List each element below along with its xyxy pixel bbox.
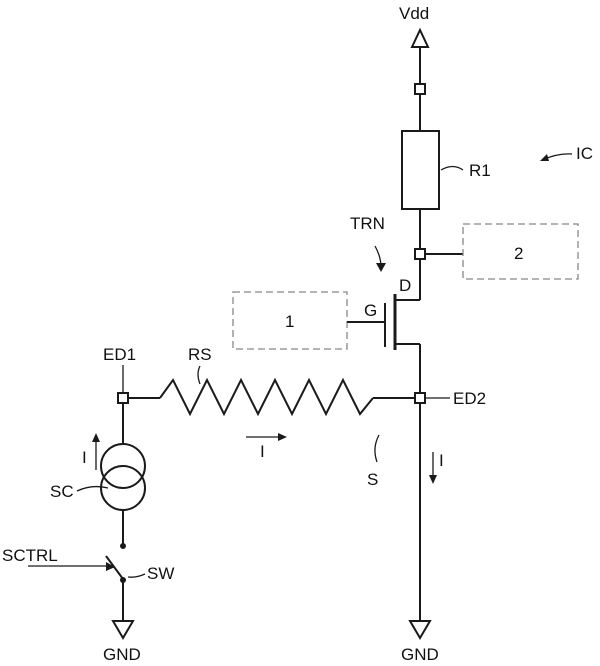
trn-arrowhead	[376, 263, 386, 272]
current-arrowhead-right	[429, 475, 437, 484]
current-source-sc-upper-circle	[100, 443, 146, 489]
ic-arrowhead	[540, 154, 549, 161]
block-1-label: 1	[285, 312, 294, 331]
ed1-label: ED1	[103, 345, 136, 364]
sw-label: SW	[147, 564, 174, 583]
s-leader-line	[374, 434, 380, 463]
current-right-label: I	[439, 451, 444, 470]
node-ed1	[117, 392, 129, 404]
trn-label: TRN	[350, 214, 385, 233]
s-label: S	[367, 470, 378, 489]
current-arrowhead-rs	[278, 433, 287, 441]
node-vdd	[414, 83, 426, 95]
block-1	[232, 291, 348, 350]
r1-label: R1	[469, 161, 491, 180]
switch-upper-contact	[120, 543, 126, 549]
block-2-label: 2	[514, 244, 523, 263]
rs-label: RS	[188, 345, 212, 364]
block-2	[462, 223, 579, 280]
r1-leader-line	[440, 165, 464, 171]
gate-label: G	[364, 301, 377, 320]
sw-leader-line	[127, 573, 146, 578]
sc-leader-line	[76, 485, 109, 492]
gnd-left-symbol	[111, 620, 135, 640]
current-sc-label: I	[82, 448, 87, 467]
vdd-terminal-symbol	[410, 27, 430, 48]
switch-sw-blade	[105, 555, 124, 580]
drain-label: D	[399, 276, 411, 295]
current-rs-label: I	[260, 442, 265, 461]
vdd-label: Vdd	[399, 4, 429, 23]
resistor-rs	[159, 377, 374, 417]
resistor-r1	[401, 130, 440, 210]
gnd-left-label: GND	[103, 645, 141, 664]
node-drain	[414, 248, 426, 260]
gnd-right-label: GND	[401, 645, 439, 664]
node-ed2	[414, 392, 426, 404]
sctrl-arrowhead	[106, 562, 115, 571]
rs-leader-line	[197, 365, 201, 385]
ed2-label: ED2	[453, 389, 486, 408]
current-arrowhead-sc	[92, 433, 100, 442]
ic-label: IC	[576, 144, 593, 163]
gnd-right-symbol	[408, 620, 432, 640]
sctrl-label: SCTRL	[2, 546, 58, 565]
sc-label: SC	[50, 482, 74, 501]
